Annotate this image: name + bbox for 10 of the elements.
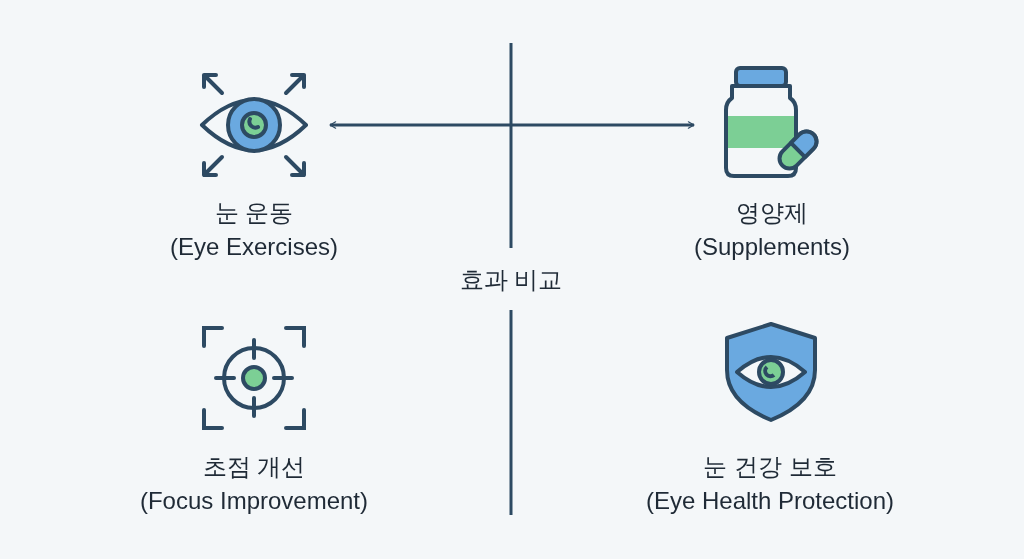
- caption-text: (Eye Health Protection): [645, 486, 895, 516]
- caption-text: 눈 건강 보호: [703, 452, 837, 482]
- center-label: 효과 비교: [459, 265, 563, 295]
- caption-text: (Supplements): [693, 232, 851, 262]
- caption-text: 초점 개선: [202, 452, 306, 482]
- caption-text: (Focus Improvement): [139, 486, 369, 516]
- double-arrow: [329, 121, 695, 129]
- caption-text: (Eye Exercises): [169, 232, 338, 262]
- caption-text: 눈 운동: [214, 198, 294, 228]
- caption-text: 영양제: [736, 198, 808, 228]
